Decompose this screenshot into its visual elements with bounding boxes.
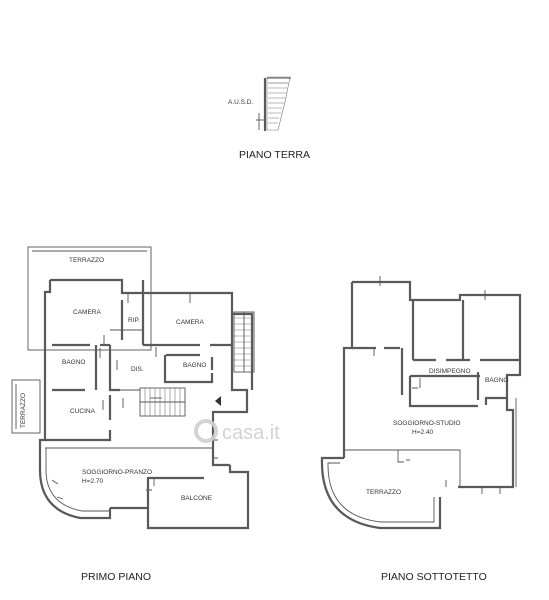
attic-floor-title: PIANO SOTTOTETTO [381,571,487,583]
bagno-attic-label: BAGNO [485,377,508,384]
bagno-center-label: BAGNO [183,362,206,369]
dis-label: DIS. [131,366,144,373]
attic-floor-plan: DISIMPEGNO BAGNO SOGGIORNO-STUDIO H=2.40… [320,276,522,583]
rip-label: RIP. [128,317,140,324]
camera-left-label: CAMERA [73,309,101,316]
watermark: casa.it [194,419,280,444]
first-floor-title: PRIMO PIANO [81,571,151,583]
ausd-label: A.U.S.D. [228,99,253,106]
bagno-left-label: BAGNO [62,359,85,366]
soggiorno-studio-height-label: H=2.40 [412,429,434,436]
cucina-label: CUCINA [70,408,96,415]
camera-right-label: CAMERA [176,319,204,326]
terrazzo-side-label: TERRAZZO [20,393,27,428]
ground-floor-plan: A.U.S.D. PIANO TERRA [228,76,310,161]
watermark-text: casa.it [222,422,280,444]
soggiorno-height-label: H=2.70 [82,478,104,485]
first-floor-plan: TERRAZZO [11,246,255,583]
terrazzo-attic-label: TERRAZZO [366,489,401,496]
ground-floor-title: PIANO TERRA [239,149,310,161]
balcone-label: BALCONE [181,495,213,502]
terrazzo-top-label: TERRAZZO [69,257,104,264]
soggiorno-label: SOGGIORNO-PRANZO [82,469,152,476]
soggiorno-studio-label: SOGGIORNO-STUDIO [393,420,461,427]
disimpegno-label: DISIMPEGNO [429,368,471,375]
